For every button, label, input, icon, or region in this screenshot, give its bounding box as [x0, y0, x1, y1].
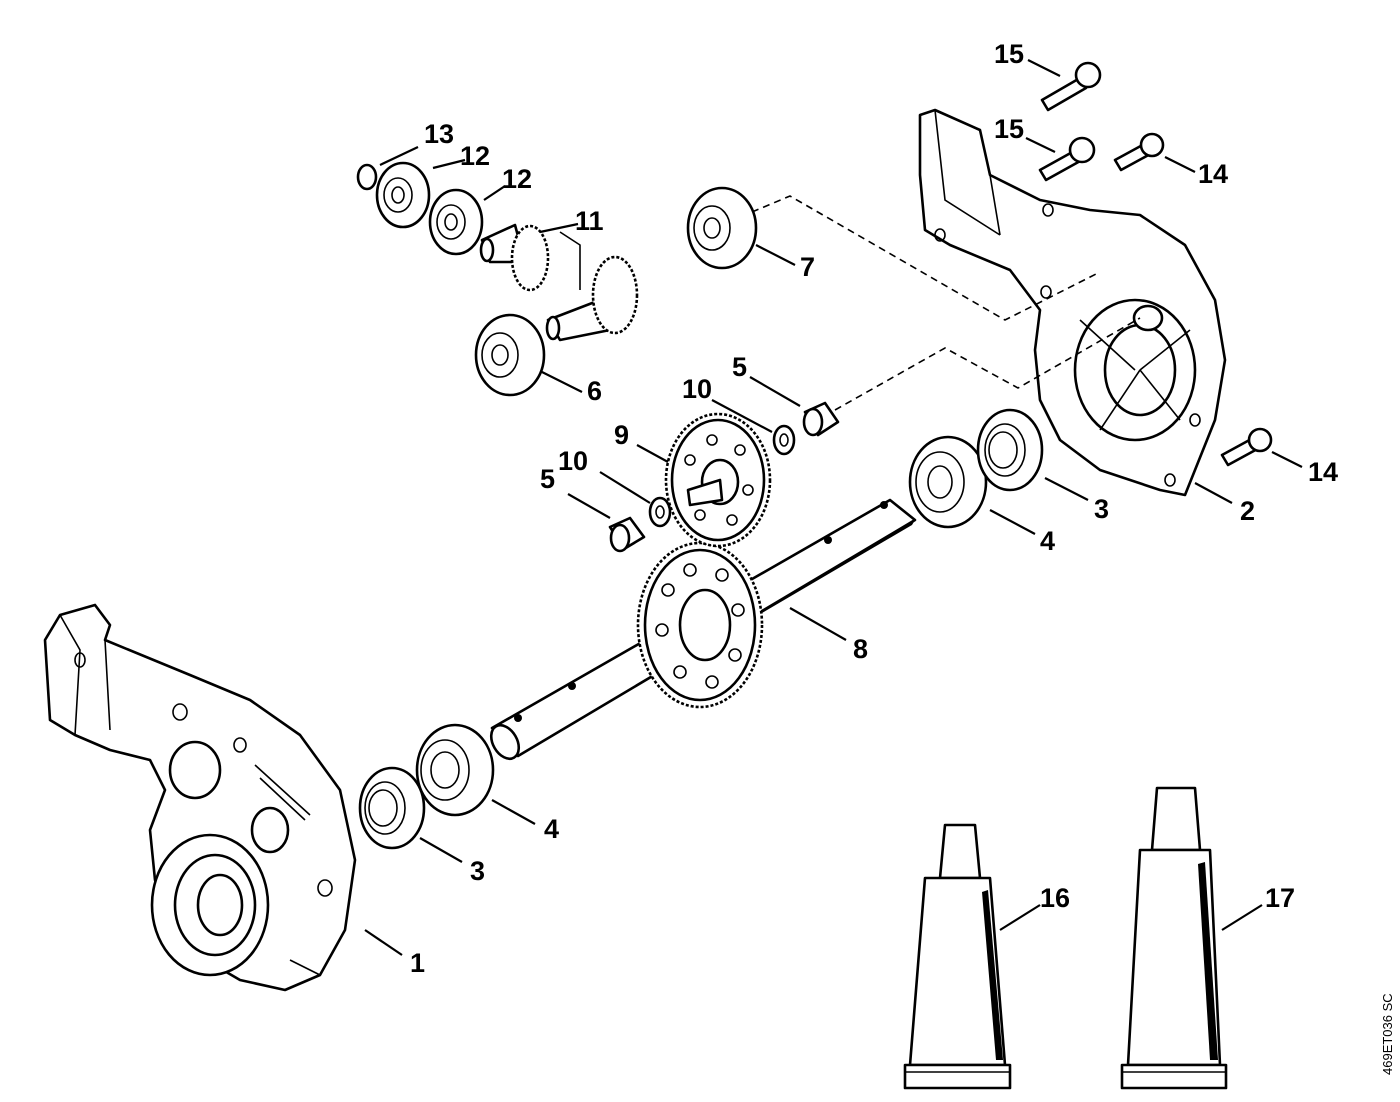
part-1-left-housing: [43, 603, 357, 992]
part-3-seal-left: [358, 766, 426, 850]
part-14-screw-top: [1113, 132, 1165, 172]
part-4-bearing-right: [908, 435, 988, 529]
callout-4a: 4: [544, 814, 559, 844]
callout-1: 1: [410, 948, 425, 978]
callout-9: 9: [614, 420, 629, 450]
part-13-circlip: [356, 163, 378, 191]
part-6-bearing: [474, 313, 546, 397]
part-16-grease-tube: [903, 823, 1012, 1090]
part-5-bushing-right: [802, 401, 840, 437]
callout-11: 11: [575, 206, 604, 236]
callout-17: 17: [1265, 883, 1295, 913]
callout-labels: 1 2 3 3 4 4 5 5 6 7 8 9 10 10 11 12 12 1…: [410, 39, 1338, 978]
callout-14a: 14: [1198, 159, 1228, 189]
diagram-reference-code: 469ET036 SC: [1380, 993, 1395, 1075]
part-10-washer-right: [772, 424, 796, 456]
part-17-grease-tube: [1120, 786, 1228, 1090]
part-5-bushing-left: [608, 516, 646, 553]
leader-lines: [364, 59, 1303, 956]
callout-7: 7: [800, 252, 815, 282]
part-14-screw-bottom: [1220, 427, 1273, 467]
alignment-line-bearing-7: [751, 195, 1101, 321]
callout-3b: 3: [1094, 494, 1109, 524]
alignment-line-bushing-5: [834, 317, 1141, 411]
part-15-screw-mid: [1038, 136, 1096, 182]
callout-12a: 12: [460, 141, 490, 171]
callout-4b: 4: [1040, 526, 1055, 556]
callout-16: 16: [1040, 883, 1070, 913]
gear-large: [636, 541, 764, 709]
part-11-bevel-gear-set: [479, 223, 639, 342]
part-4-bearing-left: [415, 723, 495, 817]
part-3-seal-right: [976, 408, 1044, 492]
callout-10b: 10: [682, 374, 712, 404]
callout-14b: 14: [1308, 457, 1338, 487]
part-12-bearing-b: [428, 188, 484, 256]
callout-13: 13: [424, 119, 454, 149]
callout-12b: 12: [502, 164, 532, 194]
callout-3a: 3: [470, 856, 485, 886]
callout-2: 2: [1240, 496, 1255, 526]
callout-8: 8: [853, 634, 868, 664]
callout-5a: 5: [540, 464, 555, 494]
callout-15a: 15: [994, 39, 1024, 69]
callout-5b: 5: [732, 352, 747, 382]
part-9-gear: [664, 412, 772, 548]
part-15-screw-top: [1040, 61, 1102, 112]
callout-10a: 10: [558, 446, 588, 476]
part-12-bearing-a: [375, 161, 431, 229]
callout-6: 6: [587, 376, 602, 406]
part-7-bearing: [686, 186, 758, 270]
part-2-right-housing: [918, 108, 1227, 497]
callout-15b: 15: [994, 114, 1024, 144]
part-10-washer-left: [648, 496, 672, 528]
